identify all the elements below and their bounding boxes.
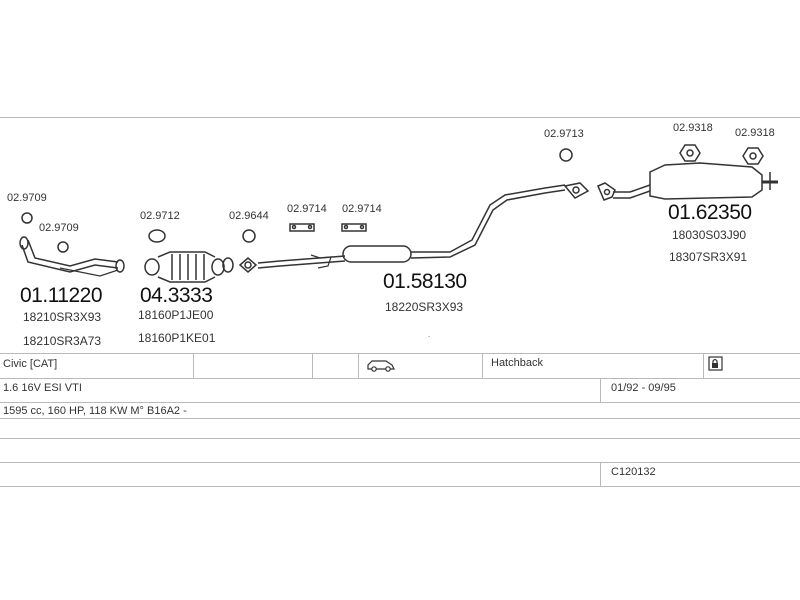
part-number[interactable]: 04.3333 xyxy=(140,284,213,307)
part-number[interactable]: 01.11220 xyxy=(20,284,103,307)
part-label: 02.9712 xyxy=(140,210,180,222)
part-label: 02.9709 xyxy=(7,192,47,204)
part-number[interactable]: 01.58130 xyxy=(383,270,467,293)
hatchback-car-icon xyxy=(366,357,396,376)
part-label: 02.9713 xyxy=(544,128,584,140)
table-divider xyxy=(358,353,359,378)
table-divider xyxy=(600,378,601,402)
table-rule xyxy=(0,418,800,419)
table-rule xyxy=(0,402,800,403)
table-divider xyxy=(703,353,704,378)
table-rule xyxy=(0,486,800,487)
exhaust-system-diagram: . xyxy=(19,144,778,339)
table-rule xyxy=(0,353,800,354)
table-divider xyxy=(600,462,601,486)
table-divider xyxy=(482,353,483,378)
engine-type: 1.6 16V ESI VTI xyxy=(3,382,82,394)
middle-silencer-part xyxy=(257,184,566,269)
body-type: Hatchback xyxy=(491,357,543,369)
oem-number: 18160P1JE00 xyxy=(138,308,214,322)
table-rule xyxy=(0,378,800,379)
gasket-ring-icon xyxy=(559,148,573,162)
oem-number: 18210SR3A73 xyxy=(23,334,102,348)
catalytic-converter-part xyxy=(144,251,234,283)
oem-number: 18220SR3X93 xyxy=(385,300,464,314)
table-divider xyxy=(312,353,313,378)
oem-number: 18210SR3X93 xyxy=(23,310,102,324)
oem-number: 18160P1KE01 xyxy=(138,331,216,345)
gasket-ring-icon xyxy=(148,229,166,243)
table-rule xyxy=(0,462,800,463)
flange-gasket-part xyxy=(238,257,258,273)
oem-number: 18307SR3X91 xyxy=(669,250,748,264)
padlock-icon[interactable] xyxy=(708,356,724,375)
engine-specs: 1595 cc, 160 HP, 118 KW M° B16A2 - xyxy=(3,405,187,417)
gasket-ring-icon xyxy=(21,212,33,224)
part-label: 02.9644 xyxy=(229,210,269,222)
rear-flange-part xyxy=(563,182,590,199)
part-label: 02.9318 xyxy=(673,122,713,134)
vehicle-model: Civic [CAT] xyxy=(3,358,58,370)
table-rule xyxy=(0,438,800,439)
part-label: 02.9318 xyxy=(735,127,775,139)
rubber-hanger-icon xyxy=(679,144,701,162)
bracket-icon xyxy=(341,223,367,232)
part-label: 02.9714 xyxy=(287,203,327,215)
gasket-ring-icon xyxy=(242,229,256,243)
production-years: 01/92 - 09/95 xyxy=(611,382,676,394)
gasket-ring-icon xyxy=(57,241,69,253)
bracket-icon xyxy=(289,223,315,232)
part-label: 02.9714 xyxy=(342,203,382,215)
diagram-top-border xyxy=(0,117,800,118)
front-pipe-part xyxy=(19,236,125,277)
oem-number: 18030S03J90 xyxy=(672,228,747,242)
part-number[interactable]: 01.62350 xyxy=(668,201,752,224)
table-divider xyxy=(193,353,194,378)
rear-silencer-part xyxy=(597,162,778,201)
svg-text:.: . xyxy=(428,330,430,339)
assembly-code: C120132 xyxy=(611,466,656,478)
rubber-hanger-icon xyxy=(742,147,764,165)
part-label: 02.9709 xyxy=(39,222,79,234)
